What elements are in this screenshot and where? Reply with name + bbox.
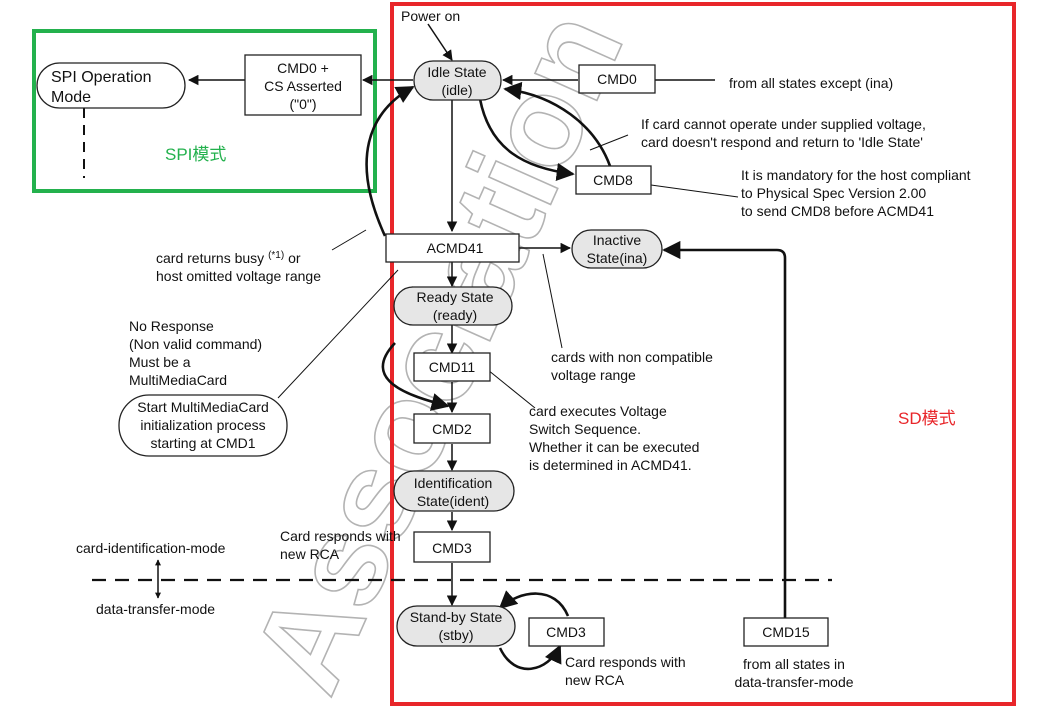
svg-text:CMD3: CMD3 [432,540,472,556]
cmd3-to-standby-curve [498,590,570,617]
ready-state-node: Ready State (ready) [393,286,513,326]
svg-text:ACMD41: ACMD41 [427,240,484,256]
svg-text:CMD8: CMD8 [593,172,633,188]
from-transfer-states-note: from all states in data-transfer-mode [734,656,853,690]
svg-text:Stand-by State: Stand-by State [410,609,503,625]
power-on-arrow [427,23,453,61]
cmd11-box: CMD11 [413,352,491,382]
svg-text:from all states in: from all states in [743,656,845,672]
cmd2-box: CMD2 [413,413,491,444]
power-on-label: Power on [401,8,460,24]
new-rca-standby-note: Card responds with new RCA [565,654,686,688]
svg-text:Card responds with: Card responds with [565,654,686,670]
svg-text:Start MultiMediaCard: Start MultiMediaCard [137,399,269,415]
svg-text:to Physical Spec Version 2.00: to Physical Spec Version 2.00 [741,185,926,201]
data-transfer-mode-label: data-transfer-mode [96,601,215,617]
mmc-note: No Response (Non valid command) Must be … [129,318,262,388]
non-compatible-pointer [542,253,563,349]
svg-text:No Response: No Response [129,318,214,334]
cmd8-to-idle-curve [503,81,612,167]
standby-state-node: Stand-by State (stby) [396,605,516,647]
busy-note: card returns busy (*1) or host omitted v… [156,250,321,284]
svg-text:Identification: Identification [414,475,493,491]
spi-operation-mode-node: SPI Operation Mode [36,62,186,109]
svg-text:CMD3: CMD3 [546,624,586,640]
svg-text:host omitted voltage range: host omitted voltage range [156,268,321,284]
svg-text:CMD0: CMD0 [597,71,637,87]
voltage-switch-note: card executes Voltage Switch Sequence. W… [529,403,699,473]
mmc-pointer [277,269,399,399]
svg-text:is determined in ACMD41.: is determined in ACMD41. [529,457,692,473]
svg-text:If card cannot operate under s: If card cannot operate under supplied vo… [641,116,926,132]
svg-text:Inactive: Inactive [593,232,641,248]
svg-text:Idle State: Idle State [427,64,486,80]
svg-text:(idle): (idle) [441,82,472,98]
svg-text:(stby): (stby) [439,627,474,643]
svg-text:card returns busy (*1) or: card returns busy (*1) or [156,250,301,266]
svg-text:new RCA: new RCA [565,672,625,688]
svg-text:card executes Voltage: card executes Voltage [529,403,667,419]
svg-text:to send CMD8 before ACMD41: to send CMD8 before ACMD41 [741,203,934,219]
svg-text:State(ident): State(ident) [417,493,489,509]
svg-text:CMD15: CMD15 [762,624,810,640]
svg-text:card doesn't respond and retur: card doesn't respond and return to 'Idle… [641,134,923,150]
mandatory-cmd8-note: It is mandatory for the host compliant t… [741,167,971,219]
new-rca-ident-note: Card responds with new RCA [280,528,401,562]
cannot-operate-note: If card cannot operate under supplied vo… [641,116,926,150]
svg-text:CMD0 +: CMD0 + [277,60,329,76]
svg-text:It is mandatory for the host c: It is mandatory for the host compliant [741,167,971,183]
cannot-operate-pointer [589,134,629,151]
svg-text:(ready): (ready) [433,307,477,323]
cmd15-to-inactive-path [662,240,787,618]
svg-text:Whether it can be executed: Whether it can be executed [529,439,699,455]
svg-text:starting at CMD1: starting at CMD1 [150,435,255,451]
svg-text:voltage range: voltage range [551,367,636,383]
voltage-switch-pointer [487,369,536,409]
svg-text:MultiMediaCard: MultiMediaCard [129,372,227,388]
spi-mode-label: SPI模式 [165,145,226,164]
ready-bypass-loop [381,342,450,411]
idle-to-cmd8-curve [478,98,575,181]
svg-text:SPI Operation: SPI Operation [51,69,152,86]
svg-text:State(ina): State(ina) [587,250,648,266]
standby-to-cmd3-curve [498,644,562,671]
cmd0-box: CMD0 [578,64,656,94]
cmd3-standby-box: CMD3 [528,617,605,647]
non-compatible-note: cards with non compatible voltage range [551,349,713,383]
svg-text:CS Asserted: CS Asserted [264,78,342,94]
acmd41-busy-loop [365,85,415,237]
svg-text:CMD11: CMD11 [429,359,476,375]
svg-text:new RCA: new RCA [280,546,340,562]
svg-text:Mode: Mode [51,89,91,106]
busy-pointer [331,229,367,251]
cmd3-identification-box: CMD3 [413,531,491,563]
cmd15-box: CMD15 [743,617,829,647]
idle-state-node: Idle State (idle) [413,60,502,101]
svg-text:data-transfer-mode: data-transfer-mode [734,674,853,690]
svg-text:CMD2: CMD2 [432,421,472,437]
card-identification-mode-label: card-identification-mode [76,540,226,556]
svg-text:Card responds with: Card responds with [280,528,401,544]
svg-text:initialization process: initialization process [140,417,265,433]
svg-text:Switch Sequence.: Switch Sequence. [529,421,641,437]
svg-text:Ready State: Ready State [416,289,493,305]
sd-mode-label: SD模式 [898,409,956,428]
cmd8-box: CMD8 [575,165,652,195]
sd-mode-frame [390,2,1016,706]
inactive-state-node: Inactive State(ina) [571,229,663,269]
identification-state-node: Identification State(ident) [393,470,515,512]
cmd0-cs-asserted-box: CMD0 + CS Asserted ("0") [244,54,362,116]
svg-text:cards with non compatible: cards with non compatible [551,349,713,365]
svg-text:("0"): ("0") [289,96,316,112]
mandatory-pointer [650,184,739,198]
acmd41-box: ACMD41 [385,233,520,263]
svg-text:Must be a: Must be a [129,354,191,370]
from-all-states-label: from all states except (ina) [729,75,893,91]
svg-text:(Non valid command): (Non valid command) [129,336,262,352]
spi-mode-frame [32,29,377,193]
start-mmc-node: Start MultiMediaCard initialization proc… [118,394,288,457]
